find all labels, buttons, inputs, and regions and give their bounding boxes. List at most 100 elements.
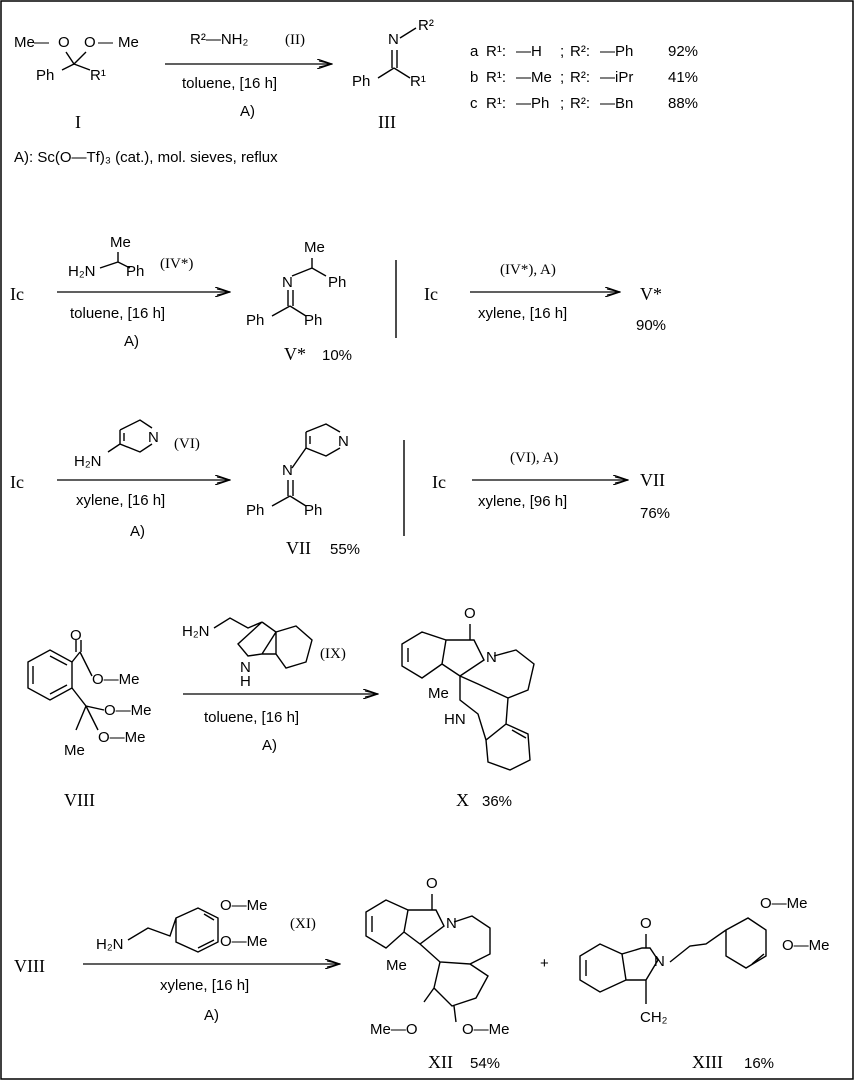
svg-text:Ph: Ph — [246, 502, 264, 519]
compound-label-XIII: XIII — [692, 1052, 723, 1072]
yield: 76% — [640, 505, 670, 522]
atom-r1: R¹ — [410, 73, 426, 90]
reagent-IV: Me H₂N Ph — [68, 234, 144, 280]
condition-ref: A) — [262, 737, 277, 754]
arrow-above-text: (IV*), A) — [500, 262, 556, 278]
svg-text:O: O — [640, 915, 652, 932]
svg-text:O—Me: O—Me — [104, 702, 152, 719]
compound-V-star: Me N Ph Ph Ph V* 10% — [246, 239, 352, 364]
reagent-XI: H₂N O—Me O—Me — [96, 897, 268, 953]
svg-text:H₂N: H₂N — [74, 453, 102, 470]
atom-n: N — [388, 31, 399, 48]
pyridine-ring — [291, 423, 341, 469]
reagent-tag-IV: (IV*) — [160, 256, 193, 272]
compound-III: N R² Ph R¹ III — [352, 17, 434, 132]
svg-text:—Ph: —Ph — [516, 95, 549, 112]
table-row: c R¹: —Ph ; R²: —Bn 88% — [470, 95, 698, 112]
svg-text:Ph: Ph — [246, 312, 264, 329]
start-compound-ic: Ic — [424, 284, 438, 304]
svg-text:N: N — [338, 433, 349, 450]
bond-dash: — — [98, 34, 113, 51]
compound-label-V-star: V* — [284, 344, 306, 364]
reaction-5: VIII H₂N O—Me O—Me (XI) xylene, [16 h] A… — [14, 875, 830, 1072]
yield: 36% — [482, 793, 512, 810]
svg-text:c: c — [470, 95, 478, 112]
svg-text:HN: HN — [444, 711, 466, 728]
svg-text:Ph: Ph — [304, 312, 322, 329]
svg-text:O—Me: O—Me — [760, 895, 808, 912]
svg-text:N: N — [282, 274, 293, 291]
reagent-VI: N H₂N — [74, 419, 159, 470]
start-compound-ic: Ic — [10, 472, 24, 492]
solvent-time: toluene, [16 h] — [182, 75, 277, 92]
atom-ph: Ph — [36, 67, 54, 84]
acetal-bonds — [61, 51, 91, 71]
svg-text:;: ; — [560, 95, 564, 112]
reaction-4: O O—Me O—Me O—Me Me VIII H₂N N H (IX) to… — [27, 605, 535, 810]
compound-VII: N N Ph Ph VII 55% — [246, 423, 360, 558]
compound-I: Me — O O — Me Ph R¹ I — [14, 34, 139, 132]
atom-ph: Ph — [352, 73, 370, 90]
reaction-1: Me — O O — Me Ph R¹ I R²—NH₂ (II) toluen… — [14, 17, 698, 166]
svg-text:R¹:: R¹: — [486, 95, 506, 112]
table-row: b R¹: —Me ; R²: —iPr 41% — [470, 69, 698, 86]
start-compound-ic: Ic — [10, 284, 24, 304]
svg-text:H: H — [240, 673, 251, 690]
svg-text:O—Me: O—Me — [92, 671, 140, 688]
svg-text:—H: —H — [516, 43, 542, 60]
start-compound-VIII: VIII — [14, 956, 45, 976]
yield: 55% — [330, 541, 360, 558]
svg-text:Ph: Ph — [328, 274, 346, 291]
svg-text:O—Me: O—Me — [782, 937, 830, 954]
condition-ref: A) — [130, 523, 145, 540]
table-row: a R¹: —H ; R²: —Ph 92% — [470, 43, 698, 60]
compound-XII: O N Me Me—O O—Me XII 54% — [365, 875, 510, 1072]
svg-text:H₂N: H₂N — [96, 936, 124, 953]
reaction-3: Ic N H₂N (VI) xylene, [16 h] A) N N Ph P… — [10, 419, 670, 558]
solvent-time: toluene, [16 h] — [204, 709, 299, 726]
svg-text:N: N — [282, 462, 293, 479]
svg-text:R¹:: R¹: — [486, 43, 506, 60]
yield: 54% — [470, 1055, 500, 1072]
svg-text:O—Me: O—Me — [98, 729, 146, 746]
imine-bonds — [271, 480, 307, 507]
reagent-tag-IX: (IX) — [320, 646, 346, 662]
svg-text:Me: Me — [428, 685, 449, 702]
plus-sign: + — [540, 955, 549, 972]
svg-text:R²:: R²: — [570, 43, 590, 60]
arrow-above-text: (VI), A) — [510, 450, 558, 466]
svg-text:—Me: —Me — [516, 69, 552, 86]
svg-text:R²:: R²: — [570, 69, 590, 86]
atom-me-right: Me — [118, 34, 139, 51]
svg-text:H₂N: H₂N — [68, 263, 96, 280]
reagent-tag-XI: (XI) — [290, 916, 316, 932]
svg-text:b: b — [470, 69, 478, 86]
atom-me-left: Me — [14, 34, 35, 51]
svg-text:N: N — [148, 429, 159, 446]
solvent-time: toluene, [16 h] — [70, 305, 165, 322]
svg-text:Me—O: Me—O — [370, 1021, 418, 1038]
product-VII: VII — [640, 470, 665, 490]
reagent-amine: R²—NH₂ — [190, 31, 248, 48]
atom-o-left: O — [58, 34, 70, 51]
svg-text:Me: Me — [64, 742, 85, 759]
svg-text:O: O — [464, 605, 476, 622]
svg-text:41%: 41% — [668, 69, 698, 86]
svg-text:Ph: Ph — [126, 263, 144, 280]
svg-text:O: O — [70, 627, 82, 644]
svg-text:N: N — [446, 915, 457, 932]
imine-bonds — [377, 27, 417, 79]
svg-text:R²:: R²: — [570, 95, 590, 112]
start-compound-ic: Ic — [432, 472, 446, 492]
substituent-table: a R¹: —H ; R²: —Ph 92% b R¹: —Me ; R²: —… — [470, 43, 698, 112]
reagent-tag-VI: (VI) — [174, 436, 200, 452]
benzene-ring — [27, 649, 73, 701]
condition-ref: A) — [124, 333, 139, 350]
svg-text:Me: Me — [386, 957, 407, 974]
svg-text:H₂N: H₂N — [182, 623, 210, 640]
compound-label-III: III — [378, 112, 396, 132]
svg-text:—iPr: —iPr — [600, 69, 633, 86]
